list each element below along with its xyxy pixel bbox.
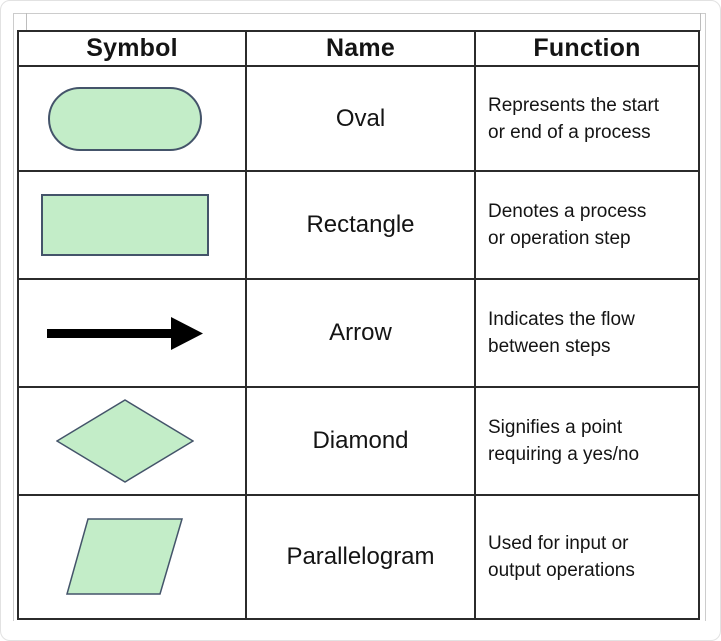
symbol-cell-diamond [19, 388, 247, 496]
function-cell: Indicates the flow between steps [476, 280, 698, 388]
function-cell: Used for input or output operations [476, 496, 698, 618]
symbol-cell-parallelogram [19, 496, 247, 618]
function-line: Represents the start [488, 94, 660, 116]
name-cell: Parallelogram [247, 496, 476, 618]
function-line: Used for input or [488, 533, 629, 554]
function-line: output operations [488, 560, 635, 581]
diamond-shape-icon [56, 399, 194, 483]
outer-frame-stub-right [700, 13, 701, 31]
function-line: Signifies a point [488, 417, 623, 438]
column-header-symbol: Symbol [19, 32, 247, 67]
column-header-name: Name [247, 32, 476, 67]
oval-shape-icon [48, 86, 202, 151]
flowchart-symbols-table: Symbol Name Function Oval Represents the… [17, 30, 700, 620]
column-header-function: Function [476, 32, 698, 67]
function-cell: Denotes a process or operation step [476, 172, 698, 280]
symbol-cell-rectangle [19, 172, 247, 280]
function-line: or end of a process [488, 121, 651, 143]
function-line: between steps [488, 336, 611, 357]
name-cell: Diamond [247, 388, 476, 496]
function-cell: Signifies a point requiring a yes/no [476, 388, 698, 496]
rectangle-shape-icon [41, 194, 209, 256]
function-line: Denotes a process [488, 201, 647, 222]
name-cell: Rectangle [247, 172, 476, 280]
outer-table-frame [13, 13, 706, 621]
function-line: or operation step [488, 228, 631, 249]
symbol-cell-oval [19, 67, 247, 172]
name-cell: Arrow [247, 280, 476, 388]
name-cell: Oval [247, 67, 476, 172]
function-line: Indicates the flow [488, 309, 635, 330]
parallelogram-shape-icon [66, 518, 184, 595]
arrow-shape-icon [47, 317, 203, 350]
outer-frame-stub-left [26, 13, 27, 31]
symbol-cell-arrow [19, 280, 247, 388]
function-cell: Represents the start or end of a process [476, 67, 698, 172]
function-line: requiring a yes/no [488, 444, 640, 465]
